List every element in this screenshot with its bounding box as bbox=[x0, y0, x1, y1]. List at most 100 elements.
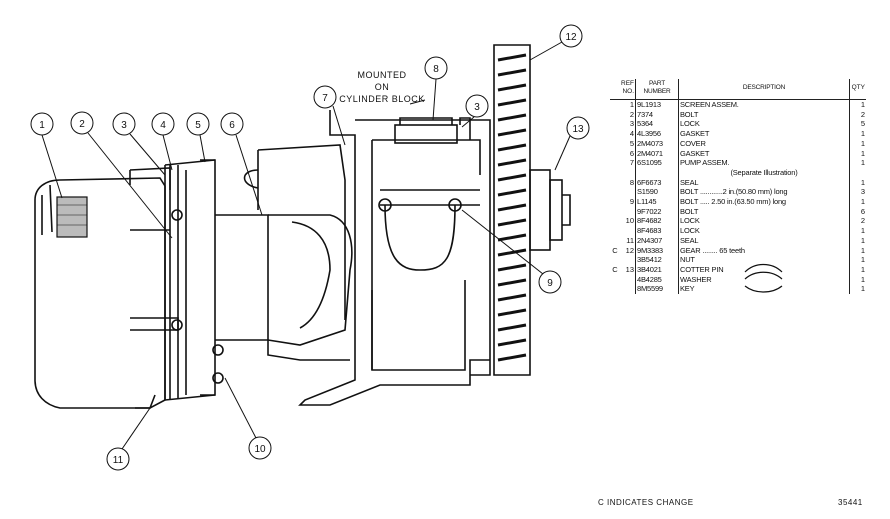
callout-leaders bbox=[30, 24, 590, 471]
lock-sketch bbox=[744, 263, 783, 293]
row-mark bbox=[610, 100, 620, 110]
row-description: SEAL bbox=[680, 235, 699, 245]
row-part-number: 9L1913 bbox=[635, 99, 679, 110]
row-part-number: 8F4683 bbox=[635, 226, 679, 236]
screen-housing bbox=[34, 167, 171, 409]
mount-label: MOUNTED ON CYLINDER BLOCK bbox=[339, 70, 426, 105]
callout-7: 7 bbox=[322, 93, 328, 104]
row-part-number: 6F6673 bbox=[635, 177, 679, 188]
row-description: BOLT bbox=[680, 206, 699, 216]
row-ref-no: 6 bbox=[620, 148, 636, 159]
row-qty: 1 bbox=[849, 255, 866, 265]
row-mark bbox=[610, 149, 620, 159]
row-qty: 1 bbox=[849, 99, 866, 110]
row-qty: 2 bbox=[849, 216, 866, 227]
row-qty: 1 bbox=[849, 158, 866, 168]
row-qty: 1 bbox=[849, 264, 866, 275]
row-qty: 6 bbox=[849, 206, 866, 217]
row-mark bbox=[610, 207, 620, 217]
gear-12 bbox=[493, 44, 531, 376]
row-ref-no: 2 bbox=[620, 109, 636, 120]
row-qty: 1 bbox=[849, 129, 866, 139]
header-ref-no: REF NO. bbox=[620, 79, 636, 100]
row-description: LOCK bbox=[680, 216, 700, 226]
row-description: KEY bbox=[680, 284, 695, 294]
row-mark bbox=[610, 178, 620, 188]
row-qty: 1 bbox=[849, 274, 866, 285]
row-qty: 2 bbox=[849, 109, 866, 120]
cover-and-gaskets bbox=[130, 159, 224, 401]
callout-6: 6 bbox=[229, 120, 235, 131]
row-mark bbox=[610, 284, 620, 294]
row-ref-no bbox=[620, 284, 636, 295]
callout-2: 2 bbox=[79, 119, 85, 130]
row-ref-no: 8 bbox=[620, 177, 636, 188]
row-part-number: 2N4307 bbox=[635, 235, 679, 246]
row-description: GEAR ........ 65 teeth bbox=[680, 245, 745, 255]
callout-1: 1 bbox=[39, 120, 45, 131]
table-row: (Separate Illustration) bbox=[610, 167, 866, 178]
row-ref-no bbox=[620, 274, 636, 285]
row-description: COTTER PIN bbox=[680, 264, 724, 274]
row-ref-no: 12 bbox=[620, 245, 636, 256]
row-description: COVER bbox=[680, 138, 706, 148]
row-mark bbox=[610, 216, 620, 226]
row-mark bbox=[610, 168, 620, 178]
pump-body bbox=[215, 144, 353, 361]
row-mark: C bbox=[612, 264, 618, 274]
row-description: LOCK bbox=[680, 119, 700, 129]
row-part-number: 6S1095 bbox=[635, 158, 679, 168]
mount-label-line-3: CYLINDER BLOCK bbox=[339, 94, 425, 104]
row-ref-no bbox=[620, 255, 636, 265]
row-ref-no: 3 bbox=[620, 119, 636, 130]
row-mark bbox=[610, 119, 620, 129]
callout-4: 4 bbox=[160, 120, 166, 131]
row-part-number bbox=[635, 167, 679, 178]
row-ref-no: 10 bbox=[620, 216, 636, 227]
row-qty: 1 bbox=[849, 284, 866, 295]
row-description: SCREEN ASSEM. bbox=[680, 100, 739, 109]
mount-label-line-2: ON bbox=[375, 82, 390, 92]
row-part-number: 3B4021 bbox=[635, 264, 679, 275]
row-ref-no: 5 bbox=[620, 138, 636, 149]
row-qty: 1 bbox=[849, 226, 866, 236]
row-qty: 1 bbox=[849, 235, 866, 246]
row-description: PUMP ASSEM. bbox=[680, 158, 730, 168]
row-qty: 1 bbox=[849, 148, 866, 159]
row-ref-no bbox=[620, 167, 636, 178]
row-part-number: 4L3956 bbox=[635, 129, 679, 139]
row-description: NUT bbox=[680, 255, 695, 265]
row-qty: 5 bbox=[849, 119, 866, 130]
header-description: DESCRIPTION bbox=[678, 79, 850, 100]
row-part-number: 5364 bbox=[635, 119, 679, 130]
row-mark: C bbox=[612, 245, 618, 255]
row-description: GASKET bbox=[680, 129, 710, 139]
gear-hub bbox=[529, 169, 571, 251]
mounting-block bbox=[298, 110, 491, 406]
illustration-code: 35441 bbox=[838, 498, 863, 507]
row-part-number: 4B4285 bbox=[635, 274, 679, 285]
row-mark bbox=[610, 255, 620, 265]
row-ref-no bbox=[620, 226, 636, 236]
row-description: WASHER bbox=[680, 274, 712, 284]
row-ref-no: 1 bbox=[620, 99, 636, 110]
row-mark bbox=[610, 129, 620, 139]
callout-8: 8 bbox=[433, 64, 439, 75]
callout-5: 5 bbox=[195, 120, 201, 131]
row-qty: 1 bbox=[849, 245, 866, 256]
row-qty: 1 bbox=[849, 197, 866, 207]
callout-10: 10 bbox=[254, 444, 266, 455]
header-qty: QTY bbox=[849, 79, 866, 100]
row-part-number: 9M3383 bbox=[635, 245, 679, 256]
